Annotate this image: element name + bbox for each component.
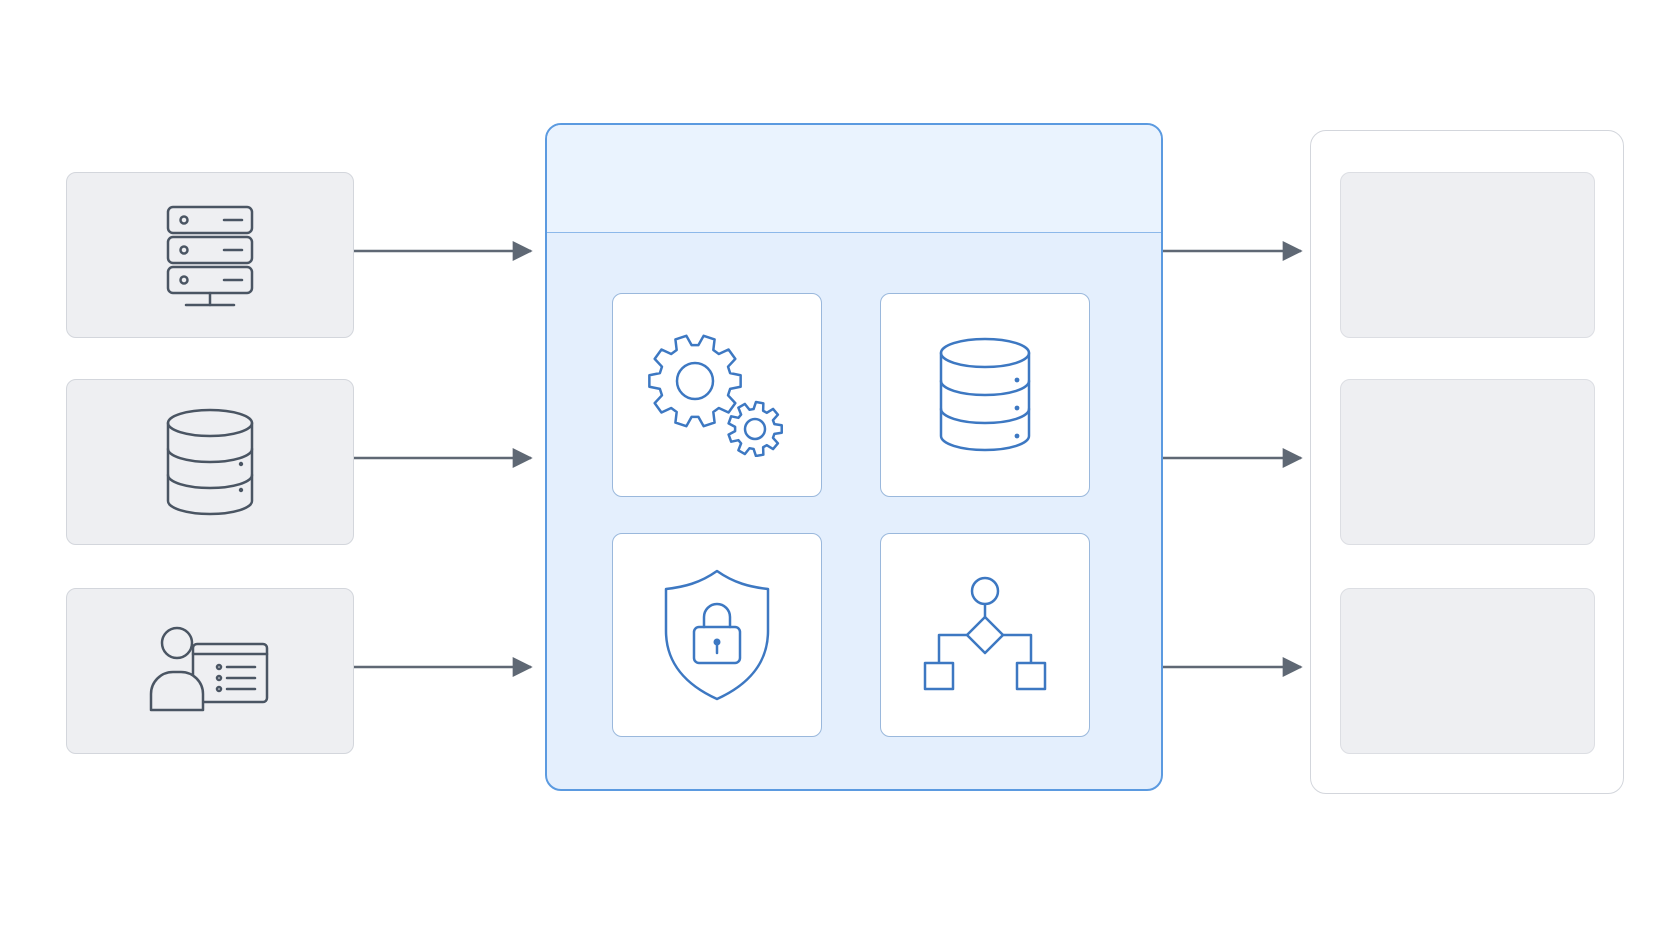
user-profile-icon — [149, 626, 269, 712]
gear-small — [727, 400, 783, 457]
output-panel — [1310, 130, 1624, 794]
processing-tile — [612, 293, 822, 497]
source-box-database — [66, 379, 354, 545]
source-box-user — [66, 588, 354, 754]
database-icon — [939, 337, 1031, 452]
database-icon — [166, 408, 254, 516]
output-slot — [1340, 379, 1595, 545]
source-box-server — [66, 172, 354, 338]
output-slot — [1340, 172, 1595, 338]
gears-icon — [648, 334, 783, 457]
core-header-bar — [547, 125, 1161, 233]
gear-large — [648, 334, 742, 428]
server-rack-icon — [166, 205, 254, 307]
output-slot — [1340, 588, 1595, 754]
storage-tile — [880, 293, 1090, 497]
workflow-tile — [880, 533, 1090, 737]
core-platform-container — [545, 123, 1163, 791]
shield-lock-icon — [664, 569, 770, 701]
flowchart-icon — [923, 576, 1047, 691]
security-tile — [612, 533, 822, 737]
